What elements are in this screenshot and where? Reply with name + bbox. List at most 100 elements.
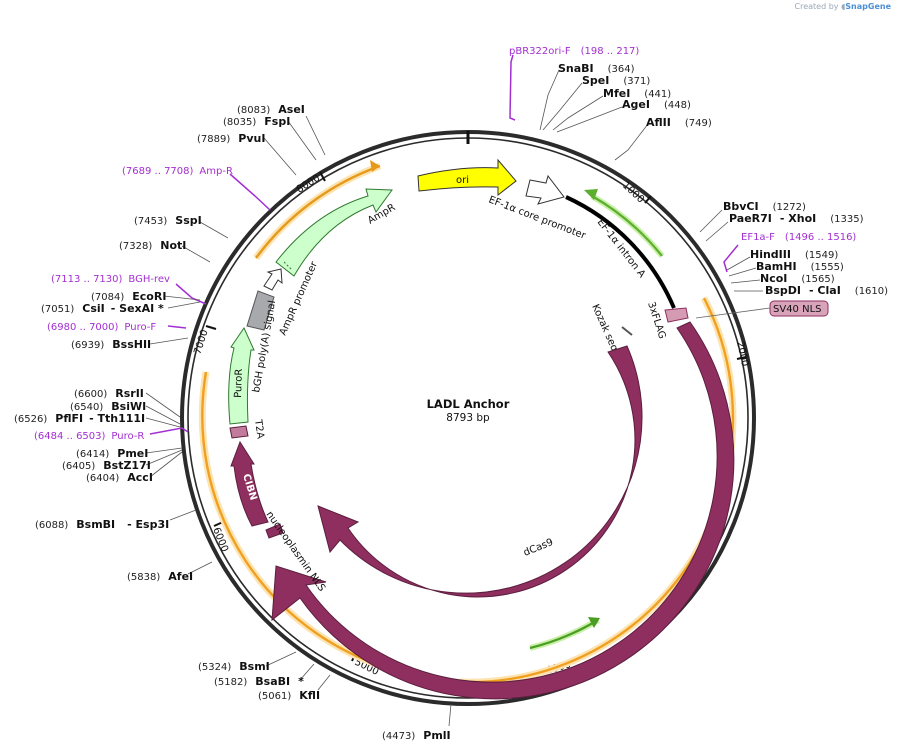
ampr-arrow	[275, 188, 393, 277]
leader-bamhi	[728, 267, 757, 277]
leader-bsshii	[149, 337, 189, 345]
plasmid-length: 8793 bp	[446, 412, 490, 424]
ampr-promoter-label: AmpR promoter	[278, 259, 321, 337]
bottom-green-arrowhead	[588, 617, 600, 628]
3xflag-block	[664, 307, 689, 323]
tick-1000	[644, 195, 652, 204]
site-acci: (6404)AccI	[86, 471, 153, 484]
primers	[149, 54, 739, 435]
cas9-label: Cas9	[561, 599, 590, 623]
site-bsabi: (5182)BsaBI*	[214, 675, 304, 688]
leader-kfli	[317, 674, 331, 691]
site-mfei: MfeI(441)	[603, 87, 671, 100]
tick-7000	[205, 325, 217, 330]
site-spei: SpeI(371)	[582, 74, 650, 87]
center-label: LADL Anchor 8793 bp	[427, 397, 510, 424]
primer-amp-r: (7689 .. 7708)Amp-R	[122, 166, 233, 177]
ampr-orf-arrowhead	[370, 160, 380, 172]
leader-rsrii	[145, 392, 181, 418]
snapgene-logo-icon: ◖	[841, 2, 846, 11]
site-ncoi: NcoI(1565)	[760, 272, 835, 285]
credit-brand: SnapGene	[845, 2, 891, 11]
ori-label: ori	[456, 175, 469, 186]
tick-2000	[736, 356, 747, 360]
orf-arc-right-glow	[459, 296, 737, 686]
site-agei: AgeI(448)	[622, 98, 691, 111]
site-asei: (8083)AseI	[237, 103, 305, 116]
leader-bbvci	[699, 209, 723, 233]
cas9-arrow	[271, 321, 735, 700]
leader-agei	[556, 106, 623, 133]
snapgene-credit: Created by ◖SnapGene	[795, 2, 891, 11]
leader-fspi	[287, 120, 317, 161]
backbone	[180, 130, 756, 706]
primer-puro-r: (6484 .. 6503)Puro-R	[34, 431, 144, 442]
leader-pvui	[263, 137, 297, 176]
ef1a-core-promoter-arrow	[525, 174, 565, 205]
site-aflii: AflII(749)	[646, 116, 712, 129]
bottom-green-arc-glow	[529, 617, 600, 651]
primer-ef1a-f: EF1a-F(1496 .. 1516)	[741, 232, 856, 243]
leader-bsmi	[265, 651, 297, 667]
leader-bstz17i	[145, 449, 183, 466]
ef1a-intron-arc	[591, 195, 663, 257]
puror-label: PuroR	[233, 369, 245, 399]
leader-aflii	[614, 123, 649, 161]
tick-label-2000: 2000	[734, 340, 750, 367]
leader-ncoi	[730, 279, 761, 284]
leader-afei	[187, 561, 213, 575]
sites-left: (6404)AccI (6405)BstZ17I (6414)PmeI (652…	[14, 103, 305, 484]
puror-arrow	[228, 326, 255, 425]
primer-pbr322ori-f-line	[509, 54, 516, 121]
ef1a-intron-a-bar	[565, 195, 676, 309]
site-csii: (7051)CsiI- SexAI *	[41, 302, 164, 315]
primer-amp-r-line	[229, 173, 271, 211]
sites-top-right: SnaBI(364) SpeI(371) MfeI(441) AgeI(448)…	[558, 62, 888, 297]
leader-pmei	[145, 447, 183, 454]
site-bsshii: (6939)BssHII	[71, 338, 151, 351]
site-afei: (5838)AfeI	[127, 570, 193, 583]
leader-noti	[181, 245, 211, 263]
site-snabi: SnaBI(364)	[558, 62, 635, 75]
primer-ef1a-f-line	[723, 244, 739, 273]
primer-puro-f: (6980 .. 7000)Puro-F	[47, 322, 156, 333]
site-bamhi: BamHI(1555)	[756, 260, 844, 273]
site-hindiii: HindIII(1549)	[750, 248, 838, 261]
site-rsrii: (6600)RsrII	[74, 387, 144, 400]
sv40-nls-label: SV40 NLS	[773, 304, 822, 315]
tick-8000	[319, 171, 326, 182]
leader-pflfi	[145, 417, 181, 428]
site-pvui: (7889)PvuI	[197, 132, 265, 145]
primer-pbr322ori-f: pBR322ori-F(198 .. 217)	[509, 46, 639, 57]
credit-prefix: Created by	[794, 2, 839, 11]
leader-csii	[167, 301, 201, 309]
site-leaders	[145, 69, 763, 727]
sv40-nls-leader	[695, 307, 771, 319]
t2a-label: T2A	[252, 418, 266, 440]
site-kfli: (5061)KflI	[258, 689, 320, 702]
site-noti: (7328)NotI	[119, 239, 186, 252]
site-bsiwi: (6540)BsiWI	[70, 400, 146, 413]
leader-acci	[149, 451, 183, 478]
plasmid-name: LADL Anchor	[427, 397, 510, 411]
bgh-polya-block	[246, 290, 275, 331]
site-fspi: (8035)FspI	[223, 115, 290, 128]
site-sspi: (7453)SspI	[134, 214, 202, 227]
leader-bsmbi	[169, 509, 197, 521]
leader-hindiii	[726, 256, 751, 271]
site-bspdi: BspDI- ClaI(1610)	[765, 284, 888, 297]
nucleoplasmin-nls-block	[265, 523, 284, 539]
t2a-block	[229, 425, 249, 439]
ef1a-intron-a-label: EF-1α intron A	[595, 217, 648, 280]
ori-arrow	[417, 158, 517, 197]
site-pmli: (4473)PmlI	[382, 729, 451, 742]
leader-bsabi	[299, 663, 315, 681]
leader-ecori	[163, 295, 201, 301]
orf-arc-left	[201, 371, 403, 674]
primer-labels: pBR322ori-F(198 .. 217) EF1a-F(1496 .. 1…	[34, 46, 856, 442]
site-ecori: (7084)EcoRI	[91, 290, 166, 303]
primer-puro-r-line	[149, 427, 189, 435]
dcas9-arrow	[317, 345, 643, 598]
ampr-orf-arc	[255, 164, 381, 259]
